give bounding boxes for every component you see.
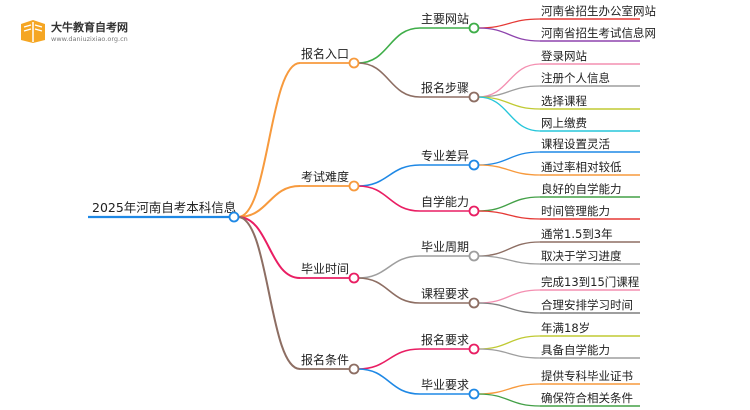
child-knob-1-1[interactable] (468, 22, 480, 34)
leaf-link-3-1-1 (477, 241, 541, 257)
leaf-link-3-2-1 (477, 289, 541, 304)
branch-topic-1: 报名入口 (301, 46, 349, 61)
leaf-topic-1-2-4: 网上缴费 (541, 116, 587, 130)
leaf-topic-2-2-1: 良好的自学能力 (541, 182, 622, 196)
child-topic-3-1: 毕业周期 (421, 240, 469, 254)
leaf-topic-4-1-2: 具备自学能力 (541, 343, 610, 357)
child-link-4-2 (357, 368, 421, 395)
logo-name: 大牛教育自考网 (51, 21, 128, 34)
leaf-topic-1-1-2: 河南省招生考试信息网 (541, 26, 656, 40)
branch-topic-4: 报名条件 (301, 352, 349, 367)
leaf-topic-4-2-2: 确保符合相关条件 (541, 391, 633, 405)
branch-link-4 (237, 216, 301, 370)
leaf-topic-4-2-1: 提供专科毕业证书 (541, 369, 633, 383)
branch-knob-2[interactable] (348, 180, 360, 192)
root-knob[interactable] (228, 211, 240, 223)
leaf-topic-4-1-1: 年满18岁 (541, 321, 590, 335)
leaf-link-2-2-1 (477, 196, 541, 212)
child-link-1-2 (357, 62, 421, 98)
logo-url: www.daniuzixiao.org.cn (51, 35, 128, 43)
leaf-link-4-1-1 (477, 335, 541, 350)
leaf-topic-2-1-2: 通过率相对较低 (541, 160, 622, 174)
branch-link-2 (237, 185, 301, 218)
leaf-link-4-2-1 (477, 383, 541, 395)
leaf-link-2-1-1 (477, 151, 541, 166)
leaf-topic-2-2-2: 时间管理能力 (541, 204, 610, 218)
child-link-1-1 (357, 27, 421, 64)
child-topic-1-2: 报名步骤 (421, 80, 469, 95)
leaf-link-1-2-4 (477, 96, 541, 132)
leaf-topic-2-1-1: 课程设置灵活 (541, 137, 610, 151)
leaf-link-1-1-2 (477, 27, 541, 42)
leaf-topic-3-2-2: 合理安排学习时间 (541, 298, 633, 312)
leaf-topic-3-1-2: 取决于学习进度 (541, 249, 622, 263)
child-topic-3-2: 课程要求 (421, 286, 469, 301)
leaf-topic-1-1-1: 河南省招生办公室网站 (541, 4, 656, 18)
branch-knob-4[interactable] (348, 363, 360, 375)
branch-knob-3[interactable] (348, 272, 360, 284)
child-knob-3-1[interactable] (468, 250, 480, 262)
child-knob-4-2[interactable] (468, 388, 480, 400)
leaf-link-2-1-2 (477, 164, 541, 176)
branch-knob-1[interactable] (348, 57, 360, 69)
leaf-link-3-2-2 (477, 302, 541, 314)
branch-link-1 (237, 62, 301, 218)
leaf-link-2-2-2 (477, 210, 541, 220)
site-logo[interactable]: 大牛教育自考网 www.daniuzixiao.org.cn (18, 14, 158, 48)
child-link-3-1 (357, 255, 421, 279)
leaf-link-4-2-2 (477, 393, 541, 407)
child-topic-4-1: 报名要求 (421, 332, 469, 347)
child-topic-2-1: 专业差异 (421, 148, 469, 163)
leaf-link-1-1-1 (477, 18, 541, 29)
child-link-2-2 (357, 185, 421, 212)
branch-topic-3: 毕业时间 (301, 262, 349, 276)
leaf-link-3-1-2 (477, 255, 541, 265)
child-link-3-2 (357, 277, 421, 304)
child-knob-3-2[interactable] (468, 297, 480, 309)
child-knob-4-1[interactable] (468, 343, 480, 355)
child-topic-1-1: 主要网站 (421, 12, 469, 26)
leaf-topic-3-1-1: 通常1.5到3年 (541, 227, 613, 241)
branch-link-3 (237, 216, 301, 279)
child-link-2-1 (357, 164, 421, 187)
child-link-4-1 (357, 348, 421, 370)
leaf-topic-3-2-1: 完成13到15门课程 (541, 275, 640, 289)
child-topic-4-2: 毕业要求 (421, 378, 469, 392)
leaf-topic-1-2-2: 注册个人信息 (541, 71, 610, 85)
branch-topic-2: 考试难度 (301, 169, 349, 184)
child-knob-1-2[interactable] (468, 91, 480, 103)
child-knob-2-2[interactable] (468, 205, 480, 217)
child-knob-2-1[interactable] (468, 159, 480, 171)
book-icon (21, 20, 45, 43)
leaf-topic-1-2-1: 登录网站 (541, 49, 587, 63)
mindmap-nodes: 2025年河南自考本科信息 报名入口 主要网站 河南省招生办公室网站河南省招生考试信息… (92, 4, 656, 405)
mindmap-links (88, 18, 640, 407)
leaf-topic-1-2-3: 选择课程 (541, 94, 587, 108)
root-topic: 2025年河南自考本科信息 (92, 200, 236, 215)
child-topic-2-2: 自学能力 (421, 194, 469, 209)
leaf-link-4-1-2 (477, 348, 541, 359)
